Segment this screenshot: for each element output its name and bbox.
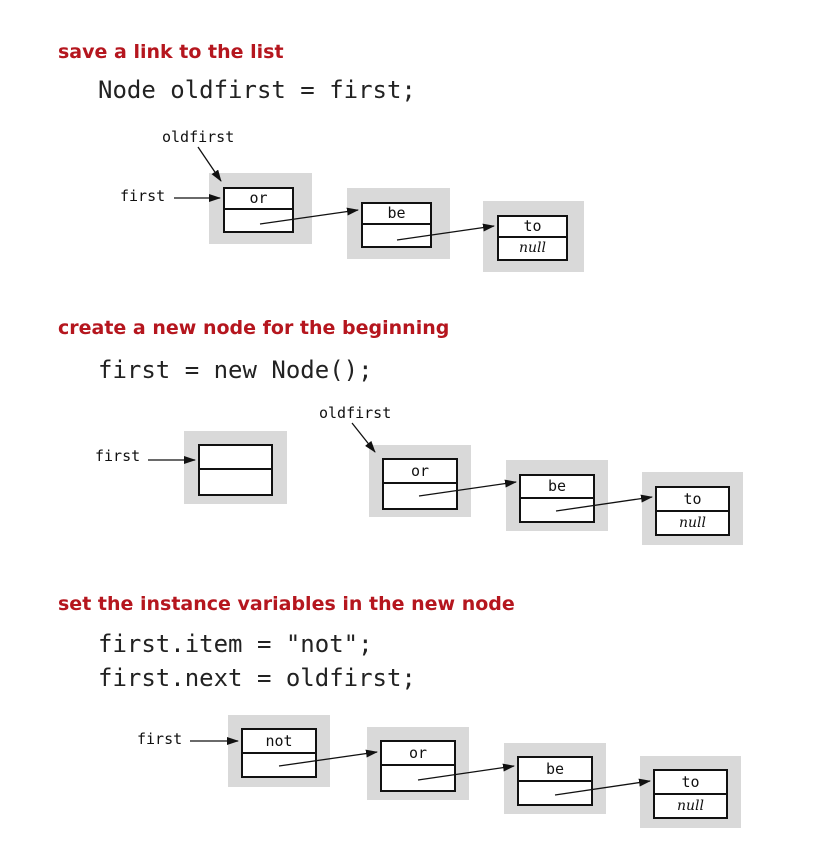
step3-node-or: or [380, 740, 456, 792]
node-item: or [382, 742, 454, 766]
step2-first-label: first [95, 447, 141, 465]
step1-node-or: or [223, 187, 294, 233]
step3-heading: set the instance variables in the new no… [58, 593, 515, 615]
node-item: be [521, 476, 593, 499]
step3-not-next-arrow [278, 749, 378, 767]
step3-node-to: to null [653, 769, 728, 819]
node-item: or [384, 460, 456, 484]
step1-oldfirst-label: oldfirst [162, 128, 235, 146]
node-item: be [519, 758, 591, 782]
node-next-null: null [519, 240, 546, 256]
step1-code-line1: Node oldfirst = first; [98, 76, 416, 104]
step1-heading: save a link to the list [58, 41, 284, 63]
step2-node-to: to null [655, 486, 730, 536]
node-item: be [363, 204, 430, 225]
step3-be-next-arrow [554, 778, 651, 796]
node-item [200, 446, 271, 470]
step3-node-be: be [517, 756, 593, 806]
step1-be-next-arrow [396, 223, 495, 241]
step2-node-be: be [519, 474, 595, 523]
node-next-null: null [677, 798, 704, 814]
step3-first-label: first [137, 730, 183, 748]
node-item: to [657, 488, 728, 512]
step2-code-line1: first = new Node(); [98, 356, 373, 384]
node-item: or [225, 189, 292, 210]
node-next-null: null [679, 515, 706, 531]
step3-or-next-arrow [417, 763, 515, 781]
step1-node-be: be [361, 202, 432, 248]
node-item: to [655, 771, 726, 795]
node-item: not [243, 730, 315, 754]
step3-node-not: not [241, 728, 317, 778]
step2-or-next-arrow [418, 479, 517, 497]
step3-code-line2: first.next = oldfirst; [98, 664, 416, 692]
step1-oldfirst-arrow [197, 146, 222, 182]
step1-node-to: to null [497, 215, 568, 261]
node-item: to [499, 217, 566, 238]
step2-heading: create a new node for the beginning [58, 317, 450, 339]
step2-node-new [198, 444, 273, 496]
step1-first-label: first [120, 187, 166, 205]
step2-be-next-arrow [555, 494, 653, 512]
step1-or-next-arrow [259, 207, 359, 225]
step2-node-or: or [382, 458, 458, 510]
step2-oldfirst-arrow [351, 422, 376, 453]
step3-code-line1: first.item = "not"; [98, 630, 373, 658]
step2-oldfirst-label: oldfirst [319, 404, 392, 422]
